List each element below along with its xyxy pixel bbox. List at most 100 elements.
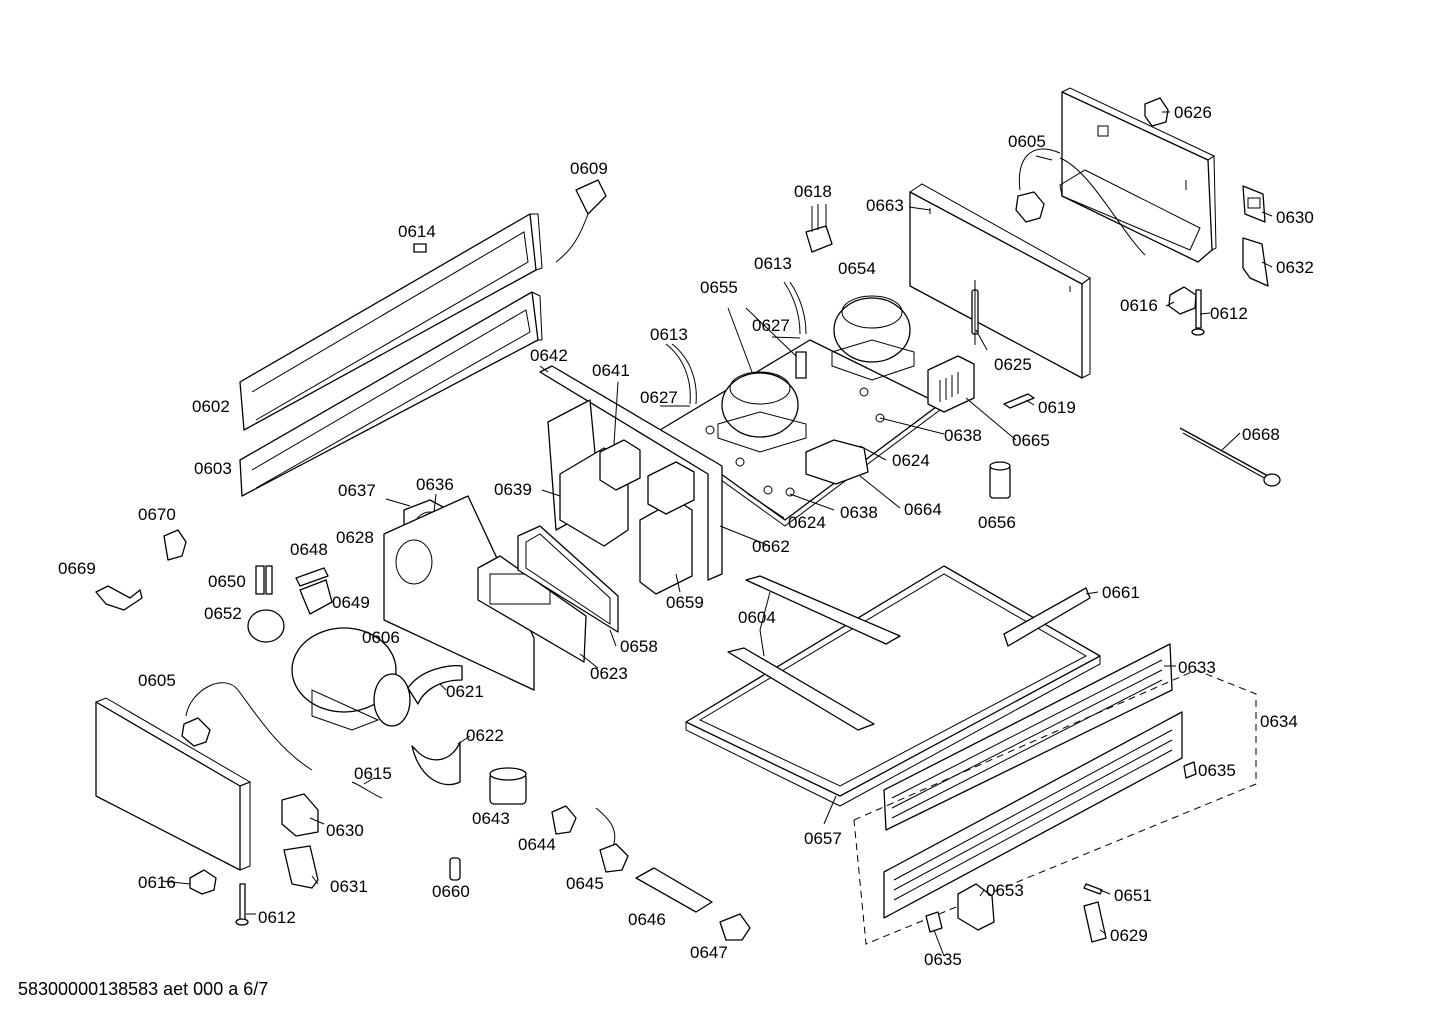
- label-0619: 0619: [1038, 398, 1076, 417]
- label-0644: 0644: [518, 835, 556, 854]
- label-0660: 0660: [432, 882, 470, 901]
- label-0657: 0657: [804, 829, 842, 848]
- label-0605-bottom: 0605: [138, 671, 176, 690]
- bracket-0631: [283, 845, 319, 889]
- label-0635-bottom: 0635: [924, 950, 962, 969]
- label-0639: 0639: [494, 480, 532, 499]
- label-0636: 0636: [416, 475, 454, 494]
- screw-0612-top: [1191, 289, 1205, 336]
- tubes-0613-0627: [665, 281, 807, 405]
- label-0629: 0629: [1110, 926, 1148, 945]
- relay-0618: [805, 204, 833, 253]
- label-0616-bottom: 0616: [138, 873, 176, 892]
- label-0630-bottom: 0630: [326, 821, 364, 840]
- label-0665: 0665: [1012, 431, 1050, 450]
- label-0632: 0632: [1276, 258, 1314, 277]
- label-0628: 0628: [336, 528, 374, 547]
- frame-0658: [517, 525, 619, 633]
- label-0668: 0668: [1242, 425, 1280, 444]
- support-0650: [255, 565, 273, 595]
- label-0609: 0609: [570, 159, 608, 178]
- plug-0609: [555, 179, 607, 263]
- label-0654: 0654: [838, 259, 876, 278]
- label-0669: 0669: [58, 559, 96, 578]
- label-0663: 0663: [866, 196, 904, 215]
- bracket-0661: [1003, 587, 1091, 647]
- filter-0646: [635, 867, 713, 913]
- cover-0629: [1083, 901, 1107, 943]
- label-0649: 0649: [332, 593, 370, 612]
- label-0637: 0637: [338, 481, 376, 500]
- rail-0602: [239, 213, 543, 431]
- label-0624-a: 0624: [892, 451, 930, 470]
- strip-0604-b: [727, 647, 875, 731]
- label-0650: 0650: [208, 572, 246, 591]
- bracket-0648-0649: [295, 567, 333, 615]
- label-0606: 0606: [362, 628, 400, 647]
- label-0618: 0618: [794, 182, 832, 201]
- label-0634: 0634: [1260, 712, 1298, 731]
- power-cord-0605-bottom: [181, 682, 313, 771]
- label-0633: 0633: [1178, 658, 1216, 677]
- label-0645: 0645: [566, 874, 604, 893]
- label-0602: 0602: [192, 397, 230, 416]
- heater-0660: [449, 857, 461, 881]
- label-0624-b: 0624: [788, 513, 826, 532]
- label-0643: 0643: [472, 809, 510, 828]
- bracket-0632: [1242, 237, 1269, 287]
- compressor-left: [717, 351, 807, 453]
- grille-0633: [883, 643, 1173, 831]
- label-0647: 0647: [690, 943, 728, 962]
- wire-0615: [351, 781, 383, 799]
- label-0670: 0670: [138, 505, 176, 524]
- valve-0645: [595, 807, 629, 873]
- label-0621: 0621: [446, 682, 484, 701]
- rail-0603: [239, 291, 543, 497]
- connector-0647: [719, 913, 751, 941]
- label-0638-b: 0638: [840, 503, 878, 522]
- label-0626: 0626: [1174, 103, 1212, 122]
- label-0613-a: 0613: [754, 254, 792, 273]
- leader-lines: [161, 111, 1273, 957]
- duct-0621: [407, 664, 463, 705]
- label-0622: 0622: [466, 726, 504, 745]
- bracket-0630-bottom: [281, 793, 319, 837]
- label-0627-b: 0627: [640, 388, 678, 407]
- bracket-0669: [95, 585, 143, 611]
- clip-0635-right: [1183, 761, 1197, 779]
- shroud-0622: [411, 741, 461, 786]
- label-0659: 0659: [666, 593, 704, 612]
- screw-0612-bottom: [235, 883, 249, 926]
- foot-0652: [247, 609, 285, 643]
- overload-relay-0626: [1144, 97, 1169, 127]
- transformers-0641-0639: [559, 439, 695, 595]
- starter-0664: [805, 439, 869, 485]
- filter-drier-0625: [971, 280, 979, 345]
- label-0661: 0661: [1102, 583, 1140, 602]
- defrost-heater-0668: [1179, 427, 1281, 487]
- control-board-0623: [477, 555, 587, 663]
- valve-0670: [163, 529, 187, 561]
- drawing-number-footer: 58300000138583 aet 000 a 6/7: [18, 979, 269, 999]
- clip-0651: [1083, 883, 1103, 895]
- label-0638-a: 0638: [944, 426, 982, 445]
- label-0658: 0658: [620, 637, 658, 656]
- label-0641: 0641: [592, 361, 630, 380]
- capacitor-0656: [989, 461, 1011, 499]
- label-0664: 0664: [904, 500, 942, 519]
- lower-side-panel: [95, 697, 252, 871]
- label-0605-top: 0605: [1008, 132, 1046, 151]
- label-0635-right: 0635: [1198, 761, 1236, 780]
- grille-0634-group: [853, 669, 1257, 945]
- duct-0653: [957, 883, 995, 931]
- fan-motor-0606: [291, 627, 411, 731]
- label-0631: 0631: [330, 877, 368, 896]
- valve-0644: [551, 805, 577, 835]
- label-0652: 0652: [204, 604, 242, 623]
- fan-motor-box-0665: [927, 355, 975, 413]
- label-0656: 0656: [978, 513, 1016, 532]
- compressor-right: [831, 295, 915, 381]
- bracket-0630-top: [1242, 185, 1266, 223]
- label-0646: 0646: [628, 910, 666, 929]
